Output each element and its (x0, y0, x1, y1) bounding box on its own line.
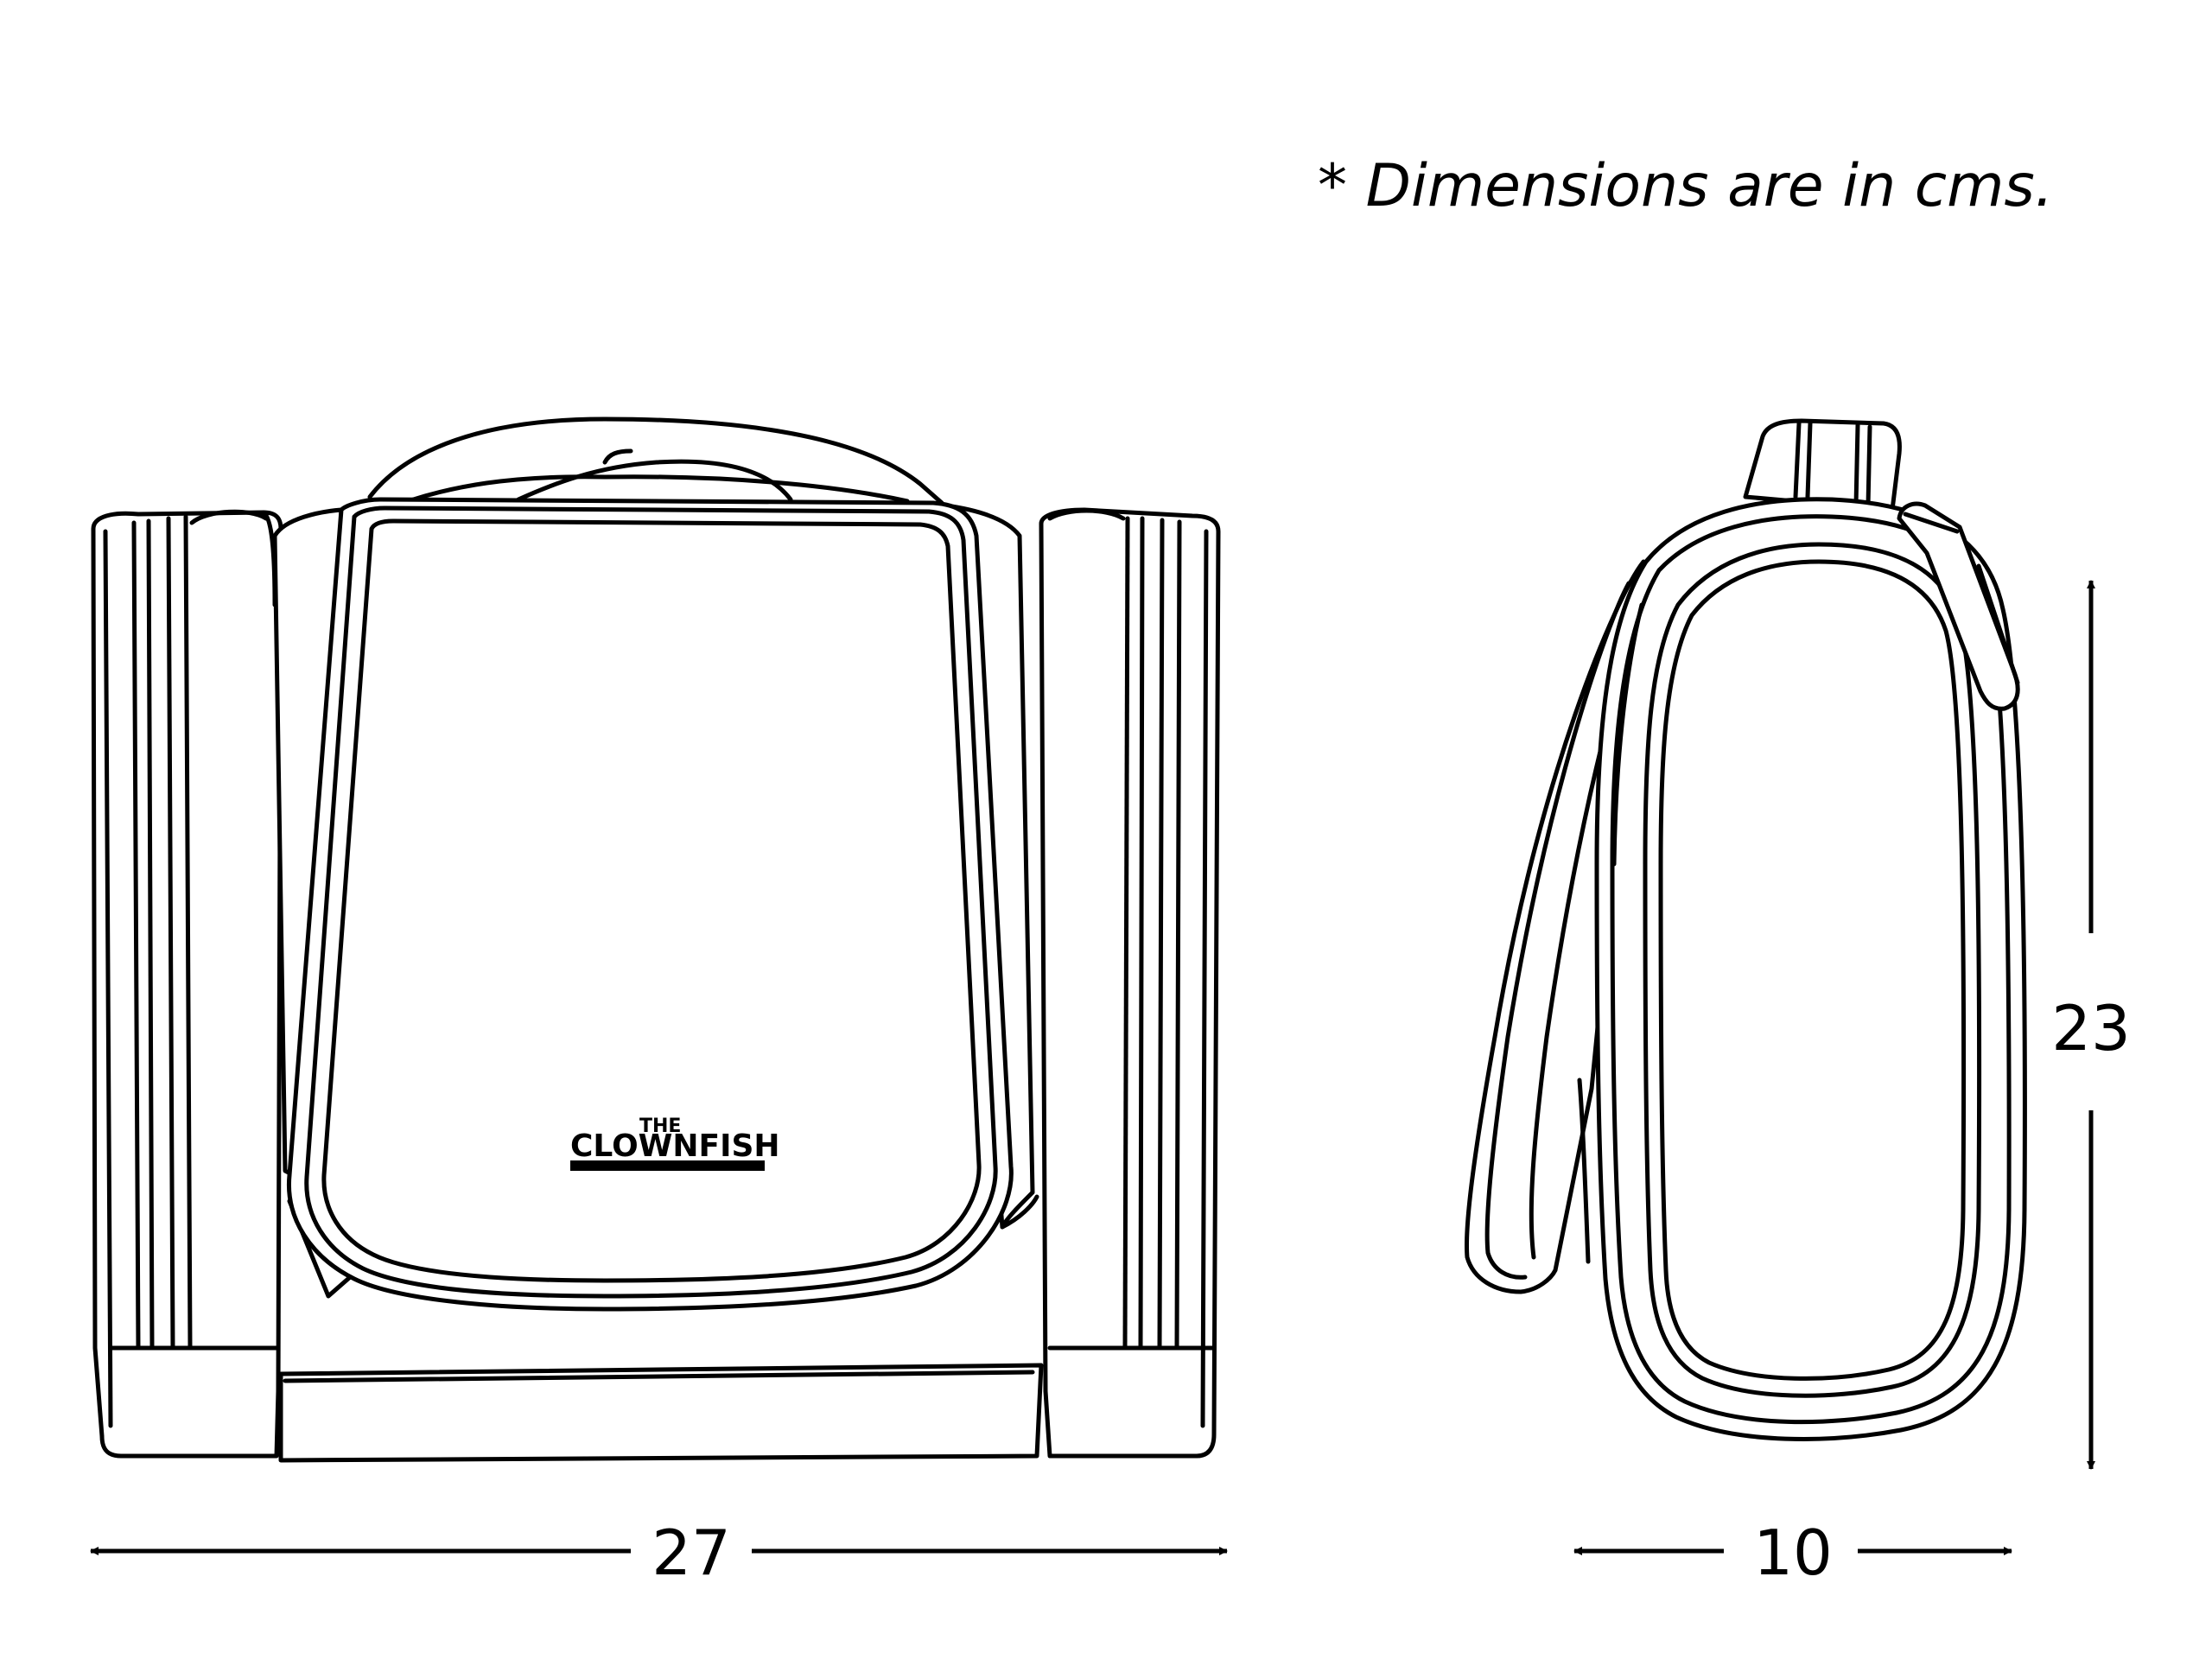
dimensions-note: * Dimensions are in cms. (1318, 152, 2053, 220)
brand-logo-small: THE (639, 1116, 681, 1137)
side-view-drawing (1464, 418, 2027, 1441)
width-label: 27 (652, 1516, 731, 1589)
depth-label: 10 (1753, 1516, 1833, 1589)
height-label: 23 (2051, 992, 2131, 1065)
front-view-drawing (91, 416, 1221, 1463)
brand-logo: CLOWNFISH (570, 1128, 780, 1164)
